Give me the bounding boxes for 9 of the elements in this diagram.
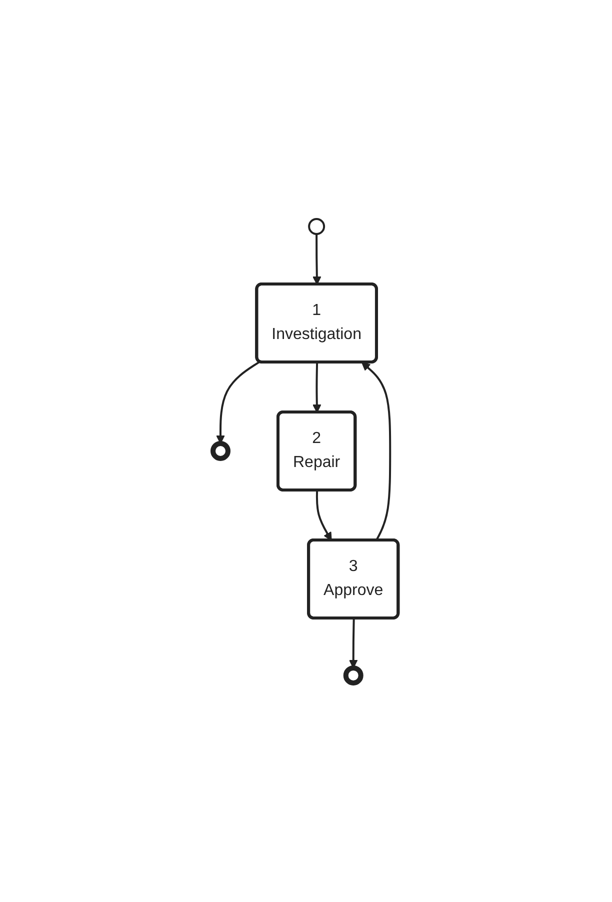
arrow — [349, 618, 358, 668]
arrow — [362, 362, 392, 541]
arrow — [316, 490, 332, 541]
node-circle — [210, 441, 231, 461]
arrow — [216, 360, 261, 444]
arrow — [312, 362, 322, 413]
node-circle — [344, 665, 364, 686]
arrow — [312, 234, 322, 285]
node-circle — [308, 218, 326, 236]
